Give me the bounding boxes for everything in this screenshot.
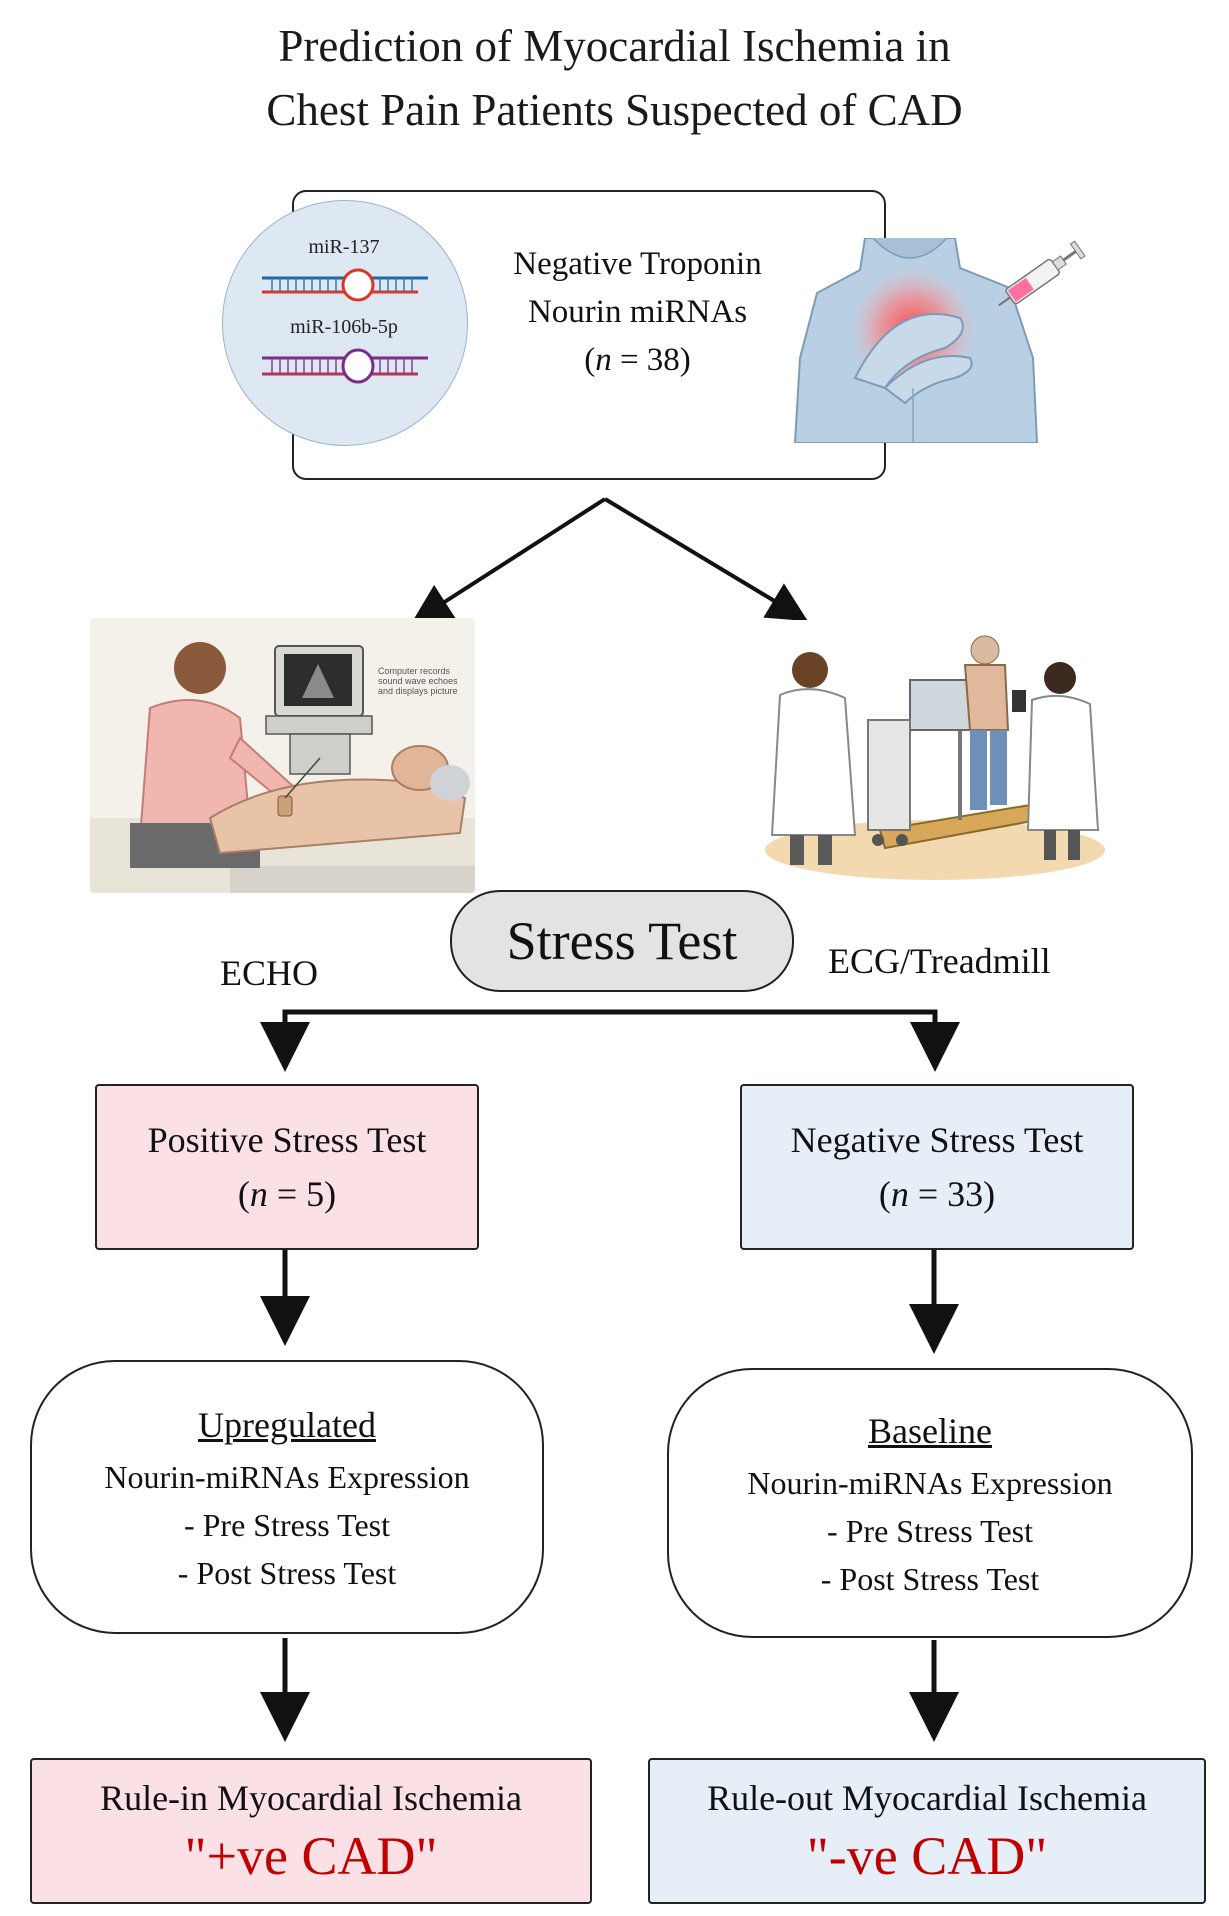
left-post-stress-line: - Post Stress Test [177,1555,397,1591]
mirna-137-hairpin-icon [262,268,428,302]
mirna-137-label: miR-137 [308,236,380,258]
positive-stress-test-title: Positive Stress Test [147,1120,427,1160]
negative-stress-test-title: Negative Stress Test [790,1120,1084,1160]
mirna-circle [222,200,468,446]
baseline-heading: Baseline [868,1411,992,1451]
mirna-106b-hairpin-icon [262,348,428,384]
positive-sample-size: (n = 5) [237,1174,337,1214]
upregulated-heading: Upregulated [198,1405,376,1445]
right-pre-stress-line: - Pre Stress Test [826,1513,1034,1549]
stress-test-pill: Stress Test [450,890,794,992]
echo-caption-1: Computer records [378,666,451,676]
negative-troponin-label: Negative Troponin [513,246,762,282]
echo-caption-2: sound wave echoes [378,676,458,686]
nourin-mirnas-label: Nourin miRNAs [527,294,748,330]
echo-method-label: ECHO [220,953,318,993]
left-pre-stress-line: - Pre Stress Test [183,1507,391,1543]
echo-caption-3: and displays picture [378,686,458,696]
treadmill-method-label: ECG/Treadmill [828,941,1051,981]
chest-pain-patient-icon [793,238,1086,443]
rule-out-box: Rule-out Myocardial Ischemia "-ve CAD" [648,1758,1206,1904]
echo-exam-illustration [90,618,475,893]
top-sample-size: (n = 38) [584,342,691,378]
negative-sample-size: (n = 33) [878,1174,996,1214]
left-expression-line: Nourin-miRNAs Expression [104,1459,470,1495]
treadmill-test-illustration [760,620,1105,885]
rule-in-label: Rule-in Myocardial Ischemia [100,1778,522,1818]
baseline-expression-box: Baseline Nourin-miRNAs Expression - Pre … [667,1368,1193,1638]
positive-stress-test-box: Positive Stress Test (n = 5) [95,1084,479,1250]
stress-bracket [282,1009,938,1061]
arrow-to-treadmill [603,497,808,622]
arrow-to-echo [411,497,607,624]
positive-cad-label: "+ve CAD" [184,1826,438,1886]
right-expression-line: Nourin-miRNAs Expression [747,1465,1113,1501]
rule-out-label: Rule-out Myocardial Ischemia [707,1778,1147,1818]
title-line-2: Chest Pain Patients Suspected of CAD [266,85,963,135]
negative-stress-test-box: Negative Stress Test (n = 33) [740,1084,1134,1250]
rule-in-box: Rule-in Myocardial Ischemia "+ve CAD" [30,1758,592,1904]
negative-cad-label: "-ve CAD" [806,1826,1048,1886]
title-line-1: Prediction of Myocardial Ischemia in [278,21,951,71]
right-post-stress-line: - Post Stress Test [820,1561,1040,1597]
mirna-106b-label: miR-106b-5p [290,316,398,338]
upregulated-expression-box: Upregulated Nourin-miRNAs Expression - P… [30,1360,544,1634]
